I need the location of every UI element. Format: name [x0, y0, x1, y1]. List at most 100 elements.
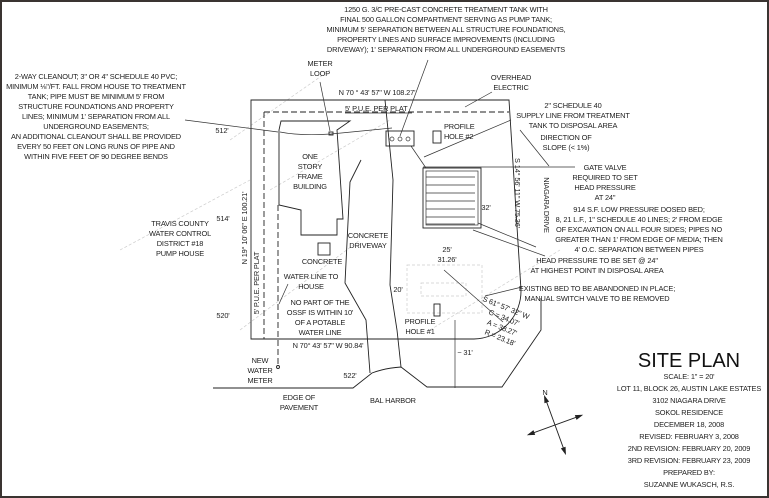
elevation-520: 520' — [216, 311, 230, 320]
pue-top-label: 5' P.U.E. PER PLAT — [345, 104, 408, 113]
niagara-drive-label: NIAGARA DRIVE — [542, 177, 551, 233]
bal-harbor-label: BAL HARBOR — [370, 396, 416, 405]
profile-hole-1-label-line: PROFILE — [405, 317, 436, 326]
tank-note-line: PROPERTY LINES AND SURFACE IMPROVEMENTS … — [337, 35, 555, 44]
overhead-electric-label-line: ELECTRIC — [493, 83, 529, 92]
bed-length-dim: 32' — [481, 203, 491, 212]
north-label: N — [542, 388, 547, 397]
residence-label: SOKOL RESIDENCE — [655, 408, 723, 417]
new-meter-label-line: WATER — [247, 366, 272, 375]
dosed-bed-note-line: GREATER THAN 1' FROM EDGE OF MEDIA; THEN — [555, 235, 722, 244]
tank-note-line: MINIMUM 5' SEPARATION BETWEEN ALL STRUCT… — [326, 25, 565, 34]
dosed-bed-note-line: 4' O.C. SEPARATION BETWEEN PIPES — [575, 245, 704, 254]
west-bearing: N 19° 10' 06" E 100.21' — [240, 191, 249, 264]
head-pressure-note-line: HEAD PRESSURE TO BE SET @ 24" — [536, 256, 658, 265]
cleanout-note-line: 2-WAY CLEANOUT; 3" OR 4" SCHEDULE 40 PVC… — [15, 72, 178, 81]
site-plan-title: SITE PLAN — [638, 350, 740, 372]
supply-line-note-line: 2" SCHEDULE 40 — [544, 101, 601, 110]
pump-house-label-line: DISTRICT #18 — [157, 239, 204, 248]
gate-valve-note-line: GATE VALVE — [584, 163, 627, 172]
gate-valve-note-line: AT 24" — [595, 193, 616, 202]
overhead-electric-label-line: OVERHEAD — [491, 73, 531, 82]
faint-contours — [119, 69, 561, 331]
new-meter-label-line: NEW — [252, 356, 269, 365]
water-meter-icon — [276, 365, 280, 369]
ossf-note-line: WATER LINE — [299, 328, 342, 337]
cleanout-note-line: LINES; MINIMUM 1' SEPARATION FROM ALL — [22, 112, 170, 121]
date-label: DECEMBER 18, 2008 — [654, 420, 724, 429]
head-pressure-note-line: AT HIGHEST POINT IN DISPOSAL AREA — [530, 266, 663, 275]
tank-riser-icon — [397, 136, 403, 142]
meter-loop-box — [328, 131, 334, 136]
cleanout-note-line: EVERY 50 FEET ON LONG RUNS OF PIPE AND — [17, 142, 175, 151]
meter-loop-label-line: LOOP — [310, 69, 330, 78]
revised-label: REVISED: FEBRUARY 3, 2008 — [639, 432, 739, 441]
slope-direction-label-line: DIRECTION OF — [540, 133, 592, 142]
pump-house-label-line: TRAVIS COUNTY — [151, 219, 209, 228]
house-outline — [278, 120, 352, 236]
dosed-bed-note-line: 914 S.F. LOW PRESSURE DOSED BED; — [573, 205, 705, 214]
ossf-note-line: OF A POTABLE — [295, 318, 345, 327]
building-label-line: FRAME — [297, 172, 322, 181]
water-line-label-line: WATER LINE TO — [284, 272, 339, 281]
tank-note-line: FINAL 500 GALLON COMPARTMENT SERVING AS … — [340, 15, 552, 24]
water-line-label-line: HOUSE — [298, 282, 324, 291]
existing-height-dim: 20' — [393, 285, 403, 294]
north-arrow-icon — [526, 394, 584, 456]
elevation-514: 514' — [216, 214, 230, 223]
dosed-bed-note-line: OF EXCAVATION ON ALL FOUR SIDES; PIPES N… — [556, 225, 722, 234]
existing-bed — [406, 264, 483, 314]
ossf-note-line: NO PART OF THE — [291, 298, 350, 307]
existing-bed-note-line: MANUAL SWITCH VALVE TO BE REMOVED — [525, 294, 670, 303]
cleanout-note-line: TANK; PIPE MUST BE MINIMUM 5' FROM — [28, 92, 164, 101]
profile-hole-2 — [432, 130, 442, 144]
cleanout-note-line: AN ADDITIONAL CLEANOUT SHALL BE PROVIDED — [11, 132, 181, 141]
tank-note-line: DRIVEWAY); 1' SEPARATION FROM ALL UNDERG… — [327, 45, 565, 54]
revision-3-label: 3RD REVISION: FEBRUARY 23, 2009 — [628, 456, 750, 465]
lot-label: LOT 11, BLOCK 26, AUSTIN LAKE ESTATES — [617, 384, 761, 393]
leader-lines — [184, 59, 575, 388]
pump-house-label-line: WATER CONTROL — [149, 229, 211, 238]
cleanout-note-line: MINIMUM ⅛"/FT. FALL FROM HOUSE TO TREATM… — [6, 82, 186, 91]
treatment-tank — [385, 130, 415, 147]
east-bearing: S 14° 56' 11" W 75.36' — [513, 158, 522, 229]
gate-valve-note-line: HEAD PRESSURE — [574, 183, 636, 192]
existing-bed-note-line: EXISTING BED TO BE ABANDONED IN PLACE; — [519, 284, 675, 293]
concrete-label: CONCRETE — [302, 257, 342, 266]
building-label-line: BUILDING — [293, 182, 327, 191]
disposal-bed — [422, 167, 482, 229]
bed-width-dim: 25' — [442, 245, 452, 254]
pump-house-label-line: PUMP HOUSE — [156, 249, 204, 258]
elevation-512: 512' — [215, 126, 229, 135]
driveway-left-edge — [344, 159, 371, 374]
ossf-note-line: OSSF IS WITHIN 10' — [287, 308, 354, 317]
prepared-by-label: PREPARED BY: — [663, 468, 715, 477]
preparer-name: SUZANNE WUKASCH, R.S. — [644, 480, 735, 489]
building-label-line: STORY — [298, 162, 323, 171]
tank-note-line: 1250 G. 3/C PRE-CAST CONCRETE TREATMENT … — [344, 5, 548, 14]
driveway-right-edge — [384, 99, 402, 368]
revision-2-label: 2ND REVISION: FEBRUARY 20, 2009 — [628, 444, 750, 453]
existing-width-dim: 31.26' — [437, 255, 457, 264]
cleanout-note-line: UNDERGROUND EASEMENTS; — [43, 122, 149, 131]
tank-riser-icon — [389, 136, 395, 142]
building-line — [279, 127, 393, 136]
concrete-pad — [317, 242, 331, 256]
pue-left-label: 5' P.U.E. PER PLAT — [252, 251, 261, 314]
cleanout-note-line: STRUCTURE FOUNDATIONS AND PROPERTY — [18, 102, 174, 111]
edge-of-pavement-label-line: PAVEMENT — [280, 403, 319, 412]
dosed-bed-note-line: 8, 21 L.F., 1" SCHEDULE 40 LINES; 2' FRO… — [556, 215, 723, 224]
south-bearing: N 70° 43' 57" W 90.84' — [293, 341, 365, 350]
scale-label: SCALE: 1" = 20' — [664, 372, 716, 381]
meter-loop-label-line: METER — [307, 59, 332, 68]
pavement-edge — [213, 298, 542, 389]
edge-of-pavement-label-line: EDGE OF — [283, 393, 316, 402]
supply-line-note-line: TANK TO DISPOSAL AREA — [529, 121, 618, 130]
tank-riser-icon — [405, 136, 411, 142]
elevation-522: 522' — [343, 371, 357, 380]
gate-valve-note-line: REQUIRED TO SET — [572, 173, 638, 182]
driveway-label-line: DRIVEWAY — [349, 241, 387, 250]
